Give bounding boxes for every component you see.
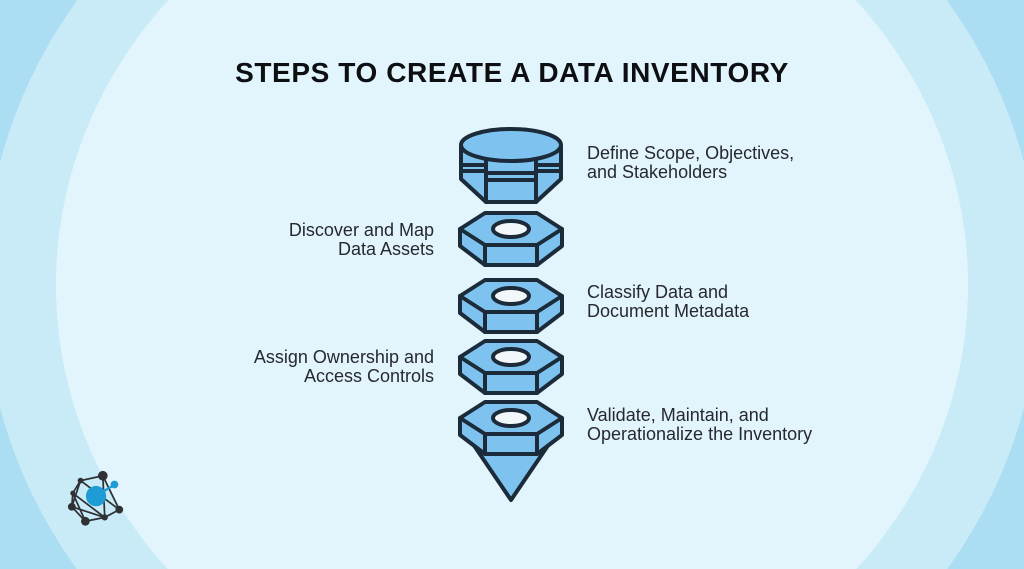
step-label: Discover and Map Data Assets [289,221,434,259]
step-label-line: Data Assets [337,239,434,259]
step-label-line: Discover and Map [288,220,434,240]
hex-nut-icon [458,278,564,334]
hex-nut-icon [458,339,564,395]
step-label: Validate, Maintain, and Operationalize t… [587,406,812,444]
step-label-line: Assign Ownership and [253,347,434,367]
step-label-line: Define Scope, Objectives, [587,143,795,163]
step-label-line: Access Controls [303,366,434,386]
hex-nut-icon [458,211,564,267]
step-label: Assign Ownership and Access Controls [254,348,434,386]
step-label-line: and Stakeholders [587,162,728,182]
step-label-line: Validate, Maintain, and [587,405,769,425]
network-logo-icon [67,470,124,526]
step-label: Classify Data and Document Metadata [587,283,749,321]
hex-nut-funnel-tip-icon [458,400,564,502]
step-label: Define Scope, Objectives, and Stakeholde… [587,144,794,182]
step-label-line: Document Metadata [587,301,750,321]
database-icon [459,127,563,204]
page-title: STEPS TO CREATE A DATA INVENTORY [235,57,789,88]
step-label-line: Operationalize the Inventory [587,424,813,444]
step-label-line: Classify Data and [587,282,729,302]
